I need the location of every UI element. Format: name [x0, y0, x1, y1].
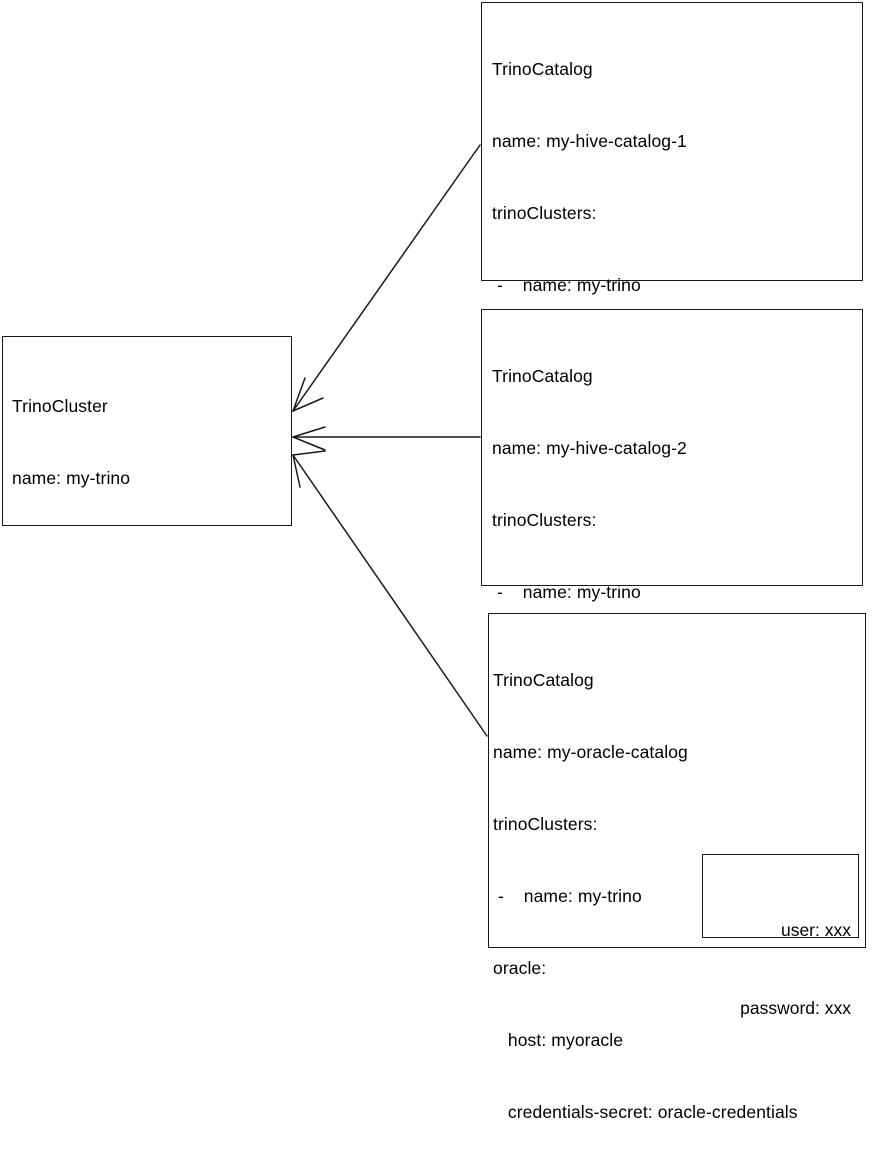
edge-oracle-to-cluster	[292, 450, 488, 737]
catalog-oracle-line: - name: my-trino	[493, 886, 642, 906]
node-trino-cluster[interactable]: TrinoCluster name: my-trino	[2, 336, 292, 526]
trino-cluster-line: TrinoCluster	[12, 396, 108, 416]
catalog-hive-2-line: - name: my-trino	[492, 582, 641, 602]
catalog-oracle-line: TrinoCatalog	[493, 670, 594, 690]
catalog-hive-2-line: TrinoCatalog	[492, 366, 593, 386]
catalog-hive-1-line: name: my-hive-catalog-1	[492, 131, 687, 151]
node-catalog-oracle[interactable]: TrinoCatalog name: my-oracle-catalog tri…	[488, 613, 866, 1122]
edge-hive1-to-cluster	[292, 144, 481, 412]
catalog-oracle-line: trinoClusters:	[493, 814, 598, 834]
node-oracle-credentials-secret[interactable]: user: xxx password: xxx	[702, 854, 859, 1018]
edge-hive2-to-cluster	[292, 426, 481, 451]
node-catalog-hive-1[interactable]: TrinoCatalog name: my-hive-catalog-1 tri…	[481, 2, 863, 655]
secret-text: user: xxx password: xxx	[703, 865, 851, 1073]
catalog-oracle-line: name: my-oracle-catalog	[493, 742, 688, 762]
trino-cluster-text: TrinoCluster name: my-trino	[3, 337, 291, 538]
catalog-hive-1-line: - name: my-trino	[492, 275, 641, 295]
catalog-hive-2-line: name: my-hive-catalog-2	[492, 438, 687, 458]
node-catalog-hive-2[interactable]: TrinoCatalog name: my-hive-catalog-2 tri…	[481, 309, 863, 890]
secret-line: user: xxx	[780, 920, 851, 940]
secret-line: password: xxx	[740, 998, 851, 1018]
catalog-hive-1-line: TrinoCatalog	[492, 59, 593, 79]
catalog-hive-1-line: trinoClusters:	[492, 203, 597, 223]
trino-cluster-line: name: my-trino	[12, 468, 131, 488]
catalog-oracle-line: credentials-secret: oracle-credentials	[493, 1102, 798, 1122]
catalog-hive-2-line: trinoClusters:	[492, 510, 597, 530]
